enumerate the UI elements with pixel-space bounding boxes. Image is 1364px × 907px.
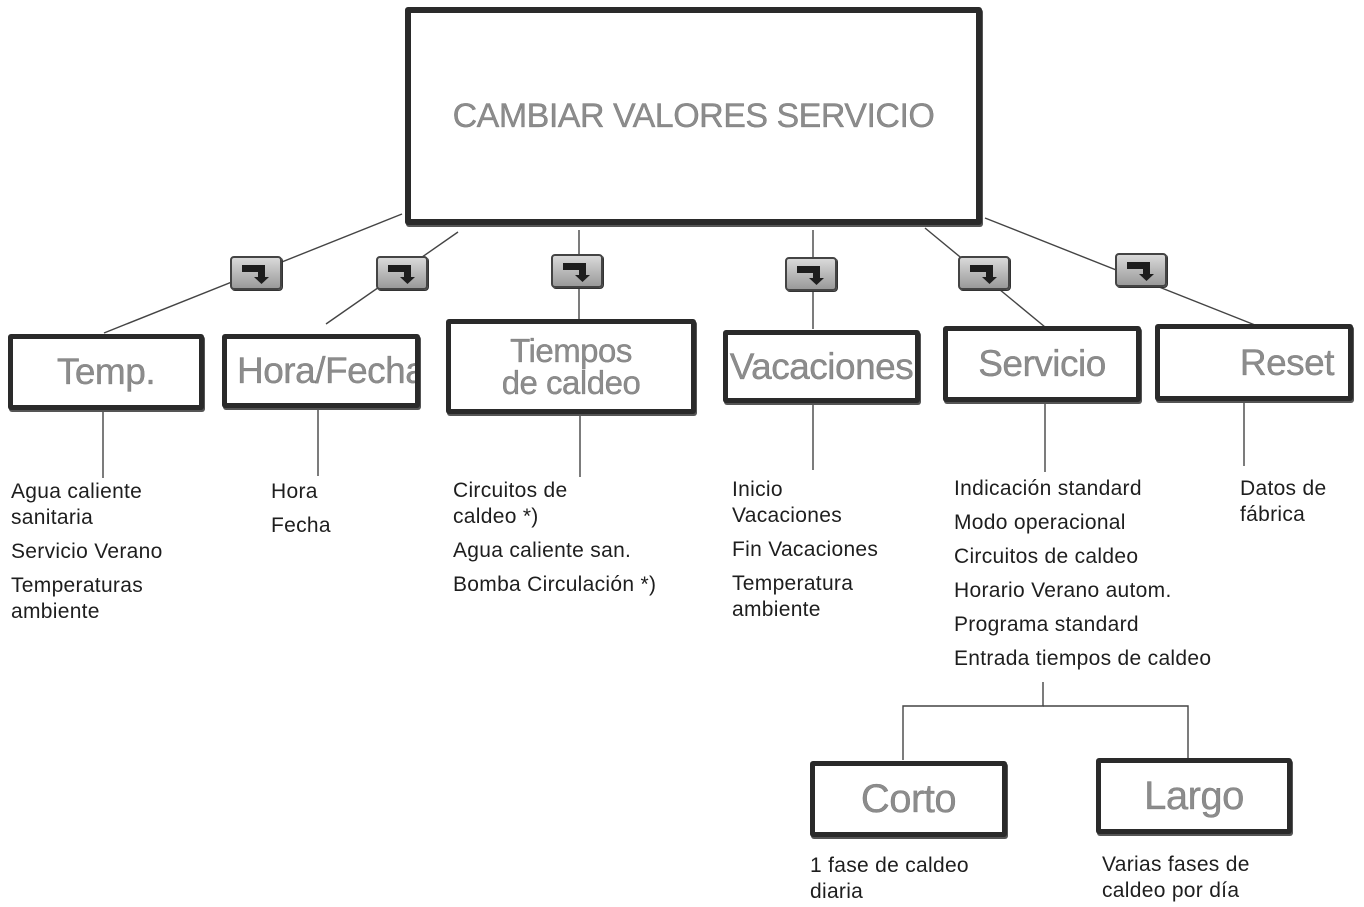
menu-label: Hora/Fecha (237, 350, 420, 391)
enter-key-icon (958, 256, 1010, 290)
list-item: Servicio Verano (11, 540, 163, 563)
menu-box-servicio: Servicio (943, 326, 1141, 402)
menu-box-tiempos: Tiempos de caldeo (446, 319, 696, 414)
description-corto: 1 fase de caldeo diaria (810, 853, 1010, 905)
option-list-vacaciones: Inicio Vacaciones Fin Vacaciones Tempera… (732, 477, 922, 623)
option-list-temp: Agua caliente sanitaria Servicio Verano … (11, 479, 211, 625)
description-text: 1 fase de caldeo diaria (810, 854, 969, 903)
list-item: Datos de fábrica (1240, 477, 1327, 526)
connector-servicio-split (902, 682, 1044, 760)
enter-key-icon (1115, 253, 1167, 287)
option-list-hora-fecha: Hora Fecha (271, 479, 391, 539)
list-item: Inicio Vacaciones (732, 478, 843, 527)
description-largo: Varias fases de caldeo por día (1102, 852, 1282, 904)
sub-box-corto: Corto (810, 761, 1007, 837)
list-item: Circuitos de caldeo (954, 545, 1139, 568)
list-item: Entrada tiempos de caldeo (954, 647, 1212, 670)
list-item: Agua caliente sanitaria (11, 480, 143, 529)
list-item: Fecha (271, 514, 331, 537)
enter-key-icon (376, 256, 428, 290)
sub-menu-label: Largo (1144, 773, 1245, 818)
list-item: Indicación standard (954, 477, 1142, 500)
list-item: Bomba Circulación *) (453, 573, 657, 596)
list-item: Temperatura ambiente (732, 572, 854, 621)
list-item: Agua caliente san. (453, 539, 632, 562)
list-item: Modo operacional (954, 511, 1126, 534)
list-item: Programa standard (954, 613, 1139, 636)
menu-label: Servicio (978, 343, 1106, 384)
description-text: Varias fases de caldeo por día (1102, 853, 1250, 902)
root-title: CAMBIAR VALORES SERVICIO (452, 96, 935, 135)
menu-label: Reset (1239, 341, 1335, 383)
menu-box-temp: Temp. (8, 334, 204, 410)
list-item: Fin Vacaciones (732, 538, 879, 561)
sub-menu-label: Corto (860, 776, 957, 821)
menu-box-vacaciones: Vacaciones (723, 330, 920, 403)
option-list-servicio: Indicación standard Modo operacional Cir… (954, 476, 1284, 672)
list-item: Temperaturas ambiente (11, 574, 143, 623)
enter-key-icon (785, 257, 837, 291)
list-item: Circuitos de caldeo *) (453, 479, 568, 528)
root-box: CAMBIAR VALORES SERVICIO (405, 7, 982, 225)
menu-label: Vacaciones (729, 345, 914, 387)
menu-box-hora-fecha: Hora/Fecha (222, 334, 420, 408)
menu-label: Tiempos de caldeo (501, 331, 641, 401)
option-list-reset: Datos de fábrica (1240, 476, 1358, 528)
sub-box-largo: Largo (1096, 758, 1292, 834)
menu-box-reset: Reset (1155, 324, 1353, 401)
option-list-tiempos: Circuitos de caldeo *) Agua caliente san… (453, 478, 713, 598)
menu-label: Temp. (56, 351, 156, 392)
connector-servicio-split-right (1043, 705, 1189, 758)
list-item: Hora (271, 480, 318, 503)
list-item: Horario Verano autom. (954, 579, 1172, 602)
enter-key-icon (230, 256, 282, 290)
enter-key-icon (551, 254, 603, 288)
